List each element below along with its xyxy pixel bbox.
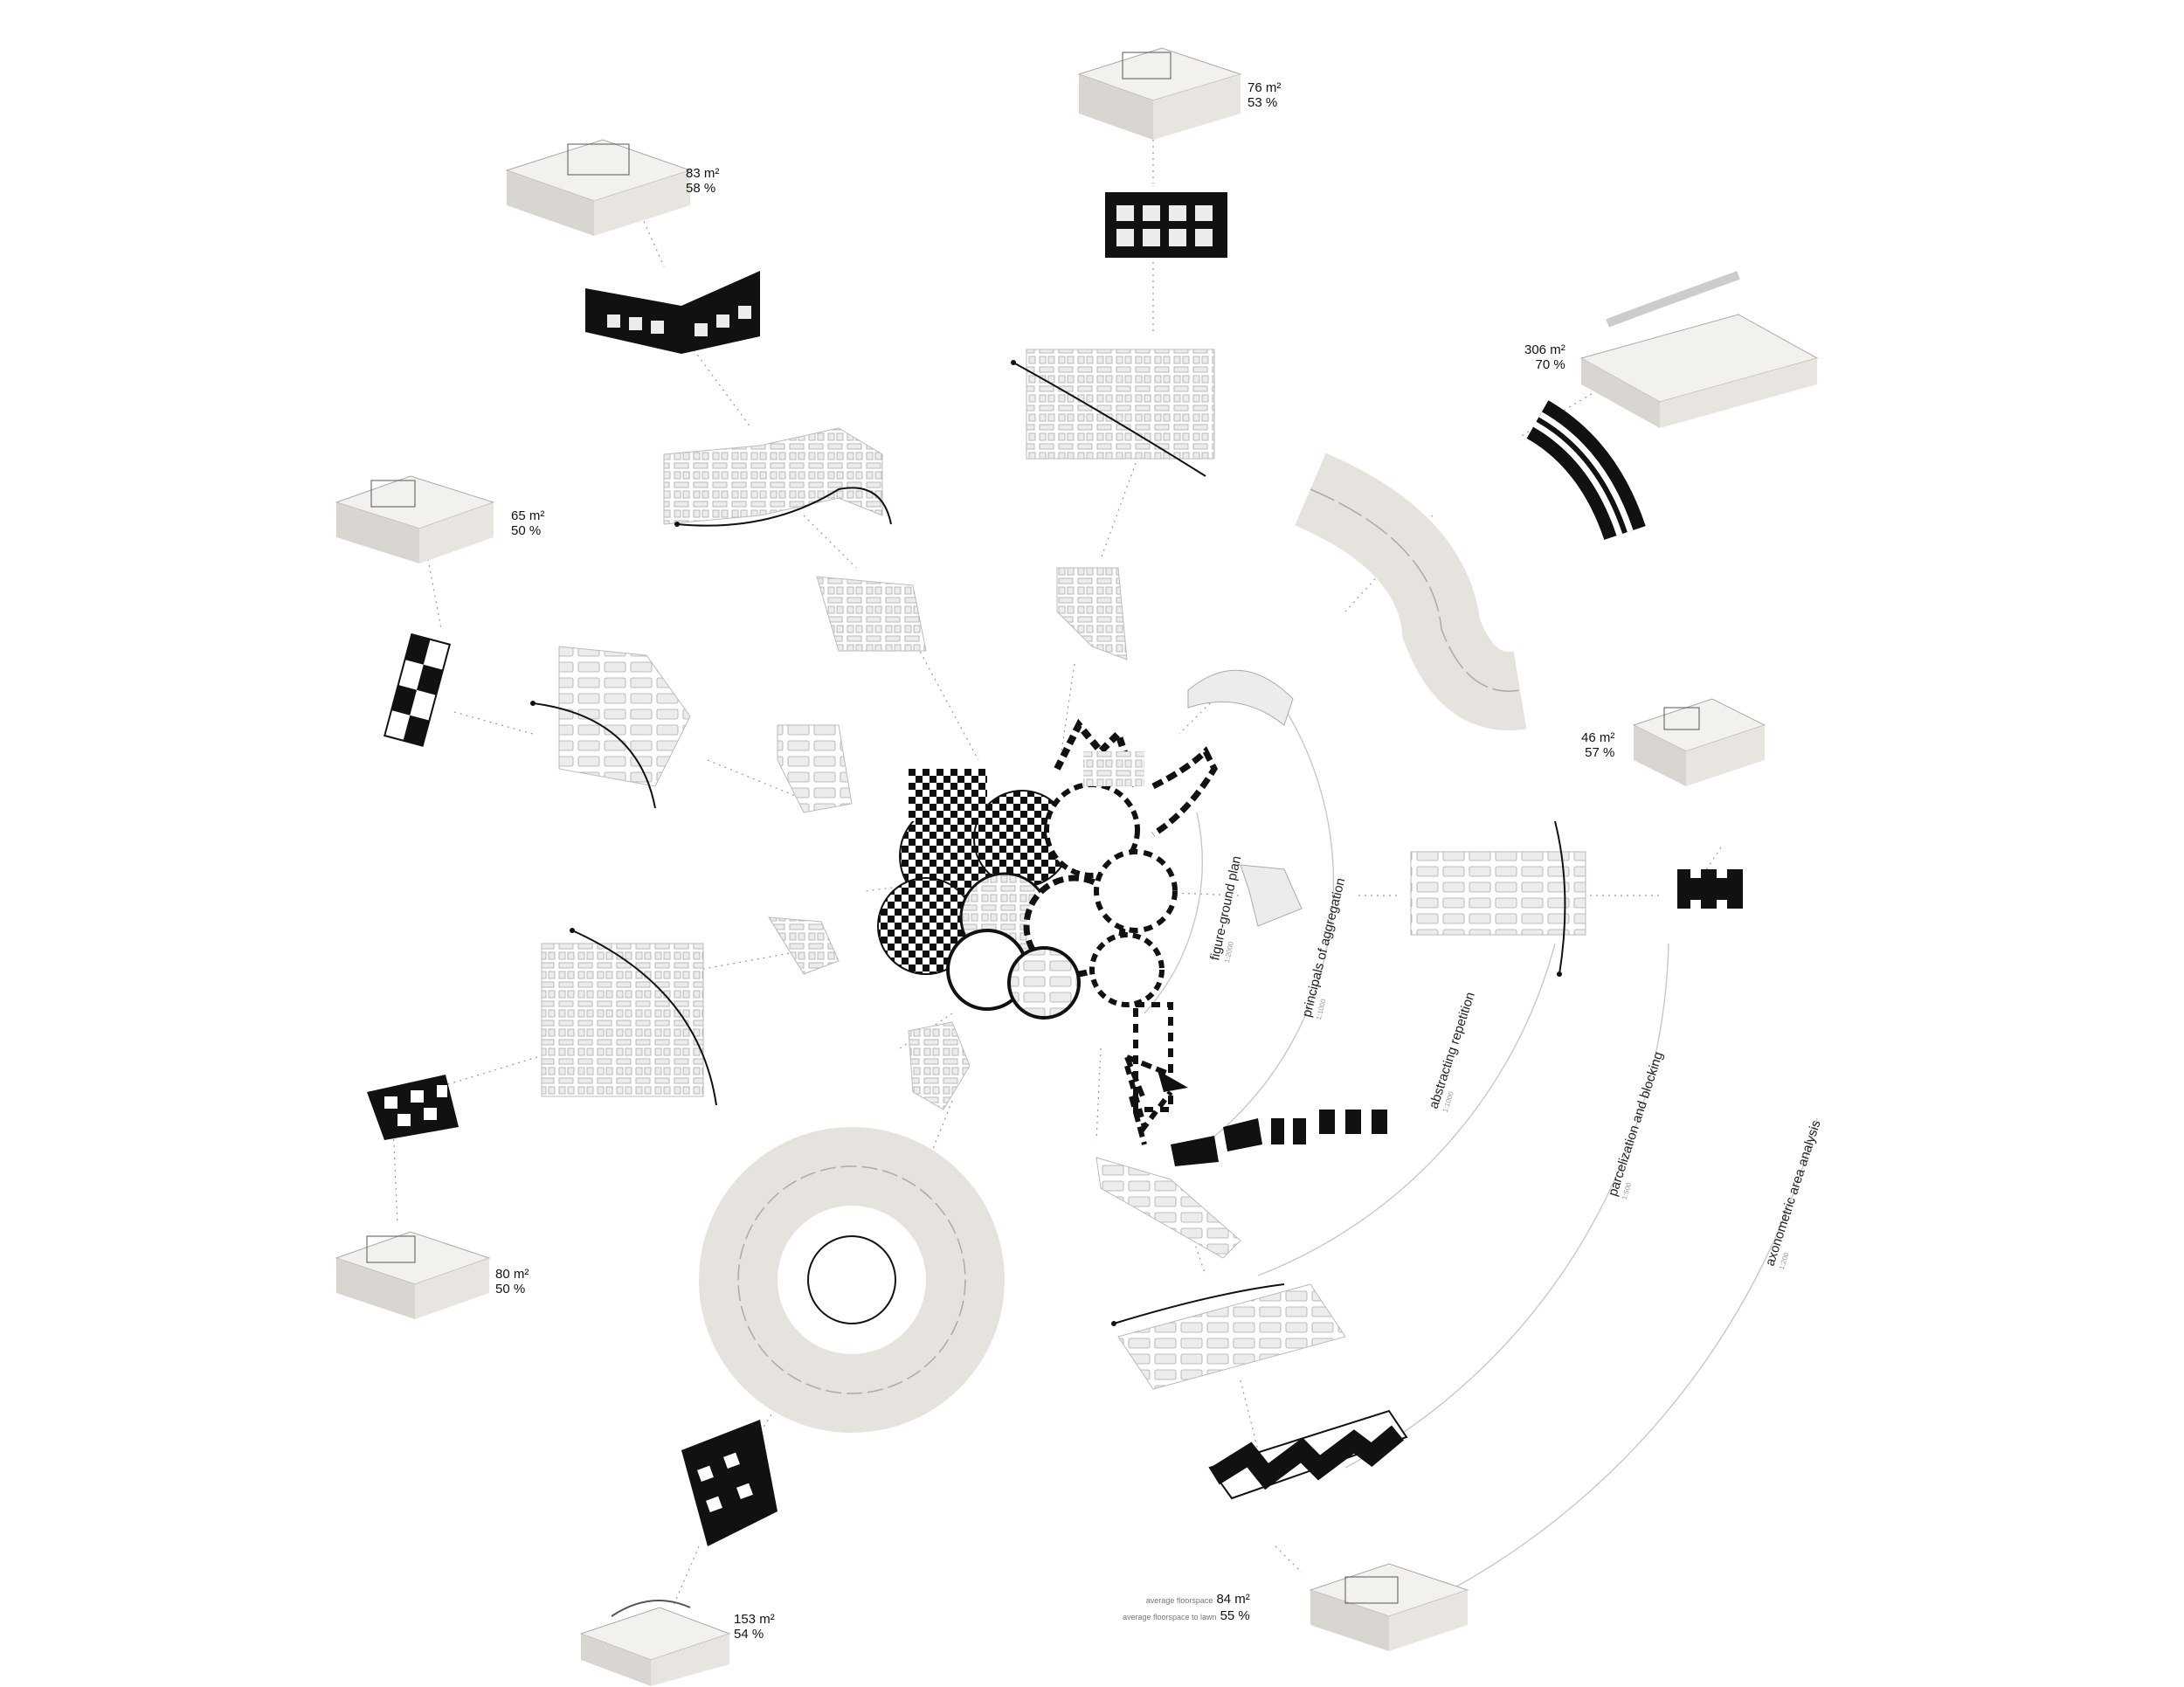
area-label-top-center: 76 m² 53 %	[1248, 80, 1281, 110]
central-figure-ground-plan	[877, 718, 1218, 1133]
block-right	[1677, 869, 1743, 909]
group-bottom-right	[1095, 1157, 1469, 1651]
group-left	[335, 475, 853, 813]
arrow-paths	[1124, 1054, 1188, 1145]
parcel-left	[777, 724, 853, 813]
parcel-bottom-left	[768, 916, 840, 975]
parcel-top-center	[1056, 567, 1128, 660]
parcel-top-right	[1187, 669, 1294, 726]
area-value: 306 m²	[1524, 342, 1565, 357]
area-value: 153 m²	[734, 1612, 775, 1627]
pattern-top-right	[1294, 453, 1527, 731]
ratio-value: 55 %	[1220, 1608, 1250, 1623]
block-top-center	[1105, 192, 1227, 258]
ratio-value: 54 %	[734, 1627, 764, 1642]
area-label-top-right: 306 m² 70 %	[1524, 342, 1565, 372]
ring-arcs	[1144, 707, 1818, 1591]
group-top-left	[505, 139, 927, 652]
area-value: 80 m²	[495, 1267, 529, 1282]
area-label-top-left: 83 m² 58 %	[686, 166, 719, 196]
ring-parcelization: parcelization and blocking 1:500	[1606, 1050, 1667, 1201]
area-value: 65 m²	[511, 508, 545, 523]
area-label-right: 46 m² 57 %	[1581, 730, 1614, 760]
ring-label: parcelization and blocking	[1606, 1050, 1667, 1198]
area-value: 83 m²	[686, 166, 720, 181]
parcel-top-left	[816, 576, 927, 652]
ratio-value: 50 %	[495, 1282, 526, 1296]
parcel-bottom-right	[1095, 1157, 1241, 1259]
group-right	[1240, 698, 1766, 977]
pattern-right	[1410, 851, 1586, 936]
pattern-bottom-left	[541, 943, 704, 1097]
group-top-right	[1187, 271, 1819, 731]
area-label-bottom-center-left: 153 m² 54 %	[734, 1612, 775, 1642]
area-value: 46 m²	[1581, 730, 1615, 745]
ring-aggregation: principals of aggregation 1:1000	[1299, 876, 1348, 1020]
block-bottom-center-left	[681, 1420, 778, 1546]
ratio-value: 53 %	[1248, 95, 1278, 110]
ring-axonometric: axonometric area analysis 1:200	[1763, 1118, 1824, 1270]
block-top-left	[585, 271, 760, 354]
ratio-value: 58 %	[686, 181, 716, 196]
ring-repetition: abstracting repetition 1:1000	[1427, 991, 1478, 1114]
ratio-value: 70 %	[1535, 357, 1565, 372]
group-top-center	[1011, 47, 1242, 660]
pattern-top-center	[1026, 349, 1215, 460]
parcel-bottom-center-left	[908, 1021, 971, 1110]
parcel-right	[1240, 864, 1303, 927]
group-bottom-left	[335, 916, 840, 1319]
block-left	[384, 633, 452, 747]
ring-label: axonometric area analysis	[1763, 1118, 1824, 1268]
pattern-bottom-right	[1117, 1283, 1346, 1390]
area-caption: average floorspace	[1145, 1596, 1213, 1605]
ratio-value: 57 %	[1585, 745, 1615, 760]
ratio-value: 50 %	[511, 523, 542, 538]
pattern-top-left	[663, 427, 883, 525]
block-bottom-left	[367, 1075, 459, 1140]
pattern-left	[558, 646, 691, 787]
ratio-caption: average floorspace to lawn	[1123, 1613, 1217, 1621]
black-blocks-strip	[1171, 1110, 1387, 1166]
area-value: 84 m²	[1216, 1592, 1250, 1607]
area-value: 76 m²	[1248, 80, 1282, 95]
axo-base-top-center	[1077, 47, 1242, 140]
area-label-left: 65 m² 50 %	[511, 508, 544, 538]
group-bottom-center-left	[579, 1021, 1005, 1686]
ring-label: principals of aggregation	[1299, 876, 1348, 1019]
area-label-bottom-left: 80 m² 50 %	[495, 1267, 529, 1296]
